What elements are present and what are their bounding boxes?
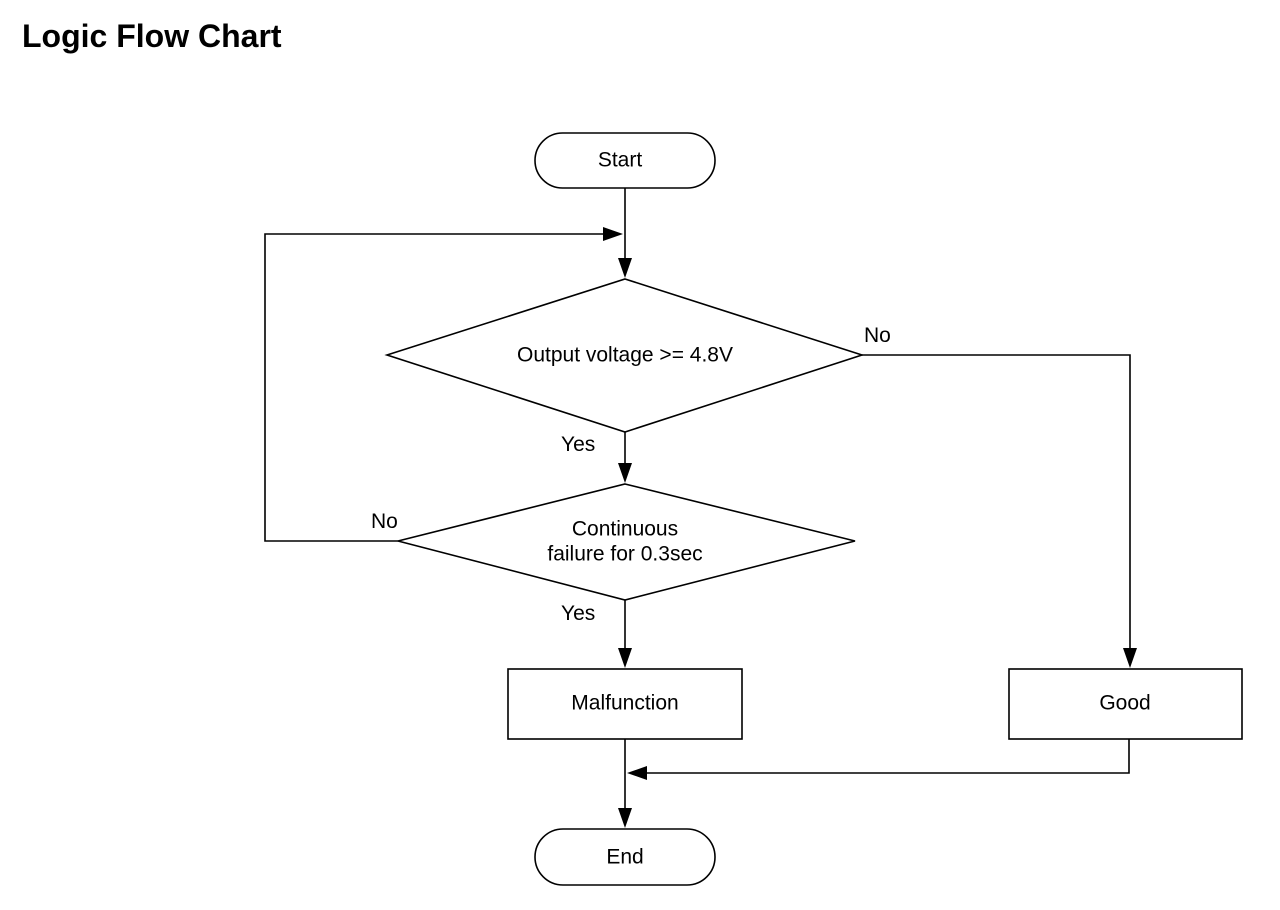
end-label: End <box>606 846 643 869</box>
failure-decision-label-line2: failure for 0.3sec <box>547 543 702 566</box>
arrowhead-into-end <box>618 808 632 828</box>
start-node: Start <box>534 132 716 189</box>
malfunction-label: Malfunction <box>571 692 678 715</box>
arrowhead-into-failure <box>618 463 632 483</box>
end-terminator-shape <box>534 828 716 886</box>
arrowhead-good-to-end-line <box>627 766 647 780</box>
edge-voltage-no-to-good <box>862 354 1131 652</box>
voltage-no-label: No <box>864 324 891 347</box>
voltage-decision-label: Output voltage >= 4.8V <box>517 344 733 367</box>
connectors <box>264 188 1131 812</box>
arrowhead-into-voltage <box>618 258 632 278</box>
arrowhead-into-good <box>1123 648 1137 668</box>
edge-labels: No Yes No Yes <box>371 324 891 625</box>
failure-decision-node: Continuous failure for 0.3sec <box>397 483 856 601</box>
voltage-decision-node: Output voltage >= 4.8V <box>384 278 865 433</box>
failure-decision-label-line1: Continuous <box>572 518 678 541</box>
end-node: End <box>534 828 716 886</box>
failure-no-label: No <box>371 510 398 533</box>
voltage-yes-label: Yes <box>561 433 595 456</box>
voltage-decision-shape <box>384 278 865 433</box>
edge-failure-no-loop-back <box>264 233 607 542</box>
failure-yes-label: Yes <box>561 602 595 625</box>
edge-good-to-end <box>643 739 1130 774</box>
failure-decision-shape <box>397 483 856 601</box>
good-box <box>1008 668 1243 740</box>
start-terminator-shape <box>534 132 716 189</box>
malfunction-node: Malfunction <box>507 668 743 740</box>
arrowhead-into-malfunction <box>618 648 632 668</box>
good-node: Good <box>1008 668 1243 740</box>
malfunction-box <box>507 668 743 740</box>
page-title: Logic Flow Chart <box>22 18 282 54</box>
start-label: Start <box>598 149 643 172</box>
good-label: Good <box>1099 692 1150 715</box>
arrowheads <box>603 227 1137 828</box>
arrowhead-loop-back <box>603 227 623 241</box>
